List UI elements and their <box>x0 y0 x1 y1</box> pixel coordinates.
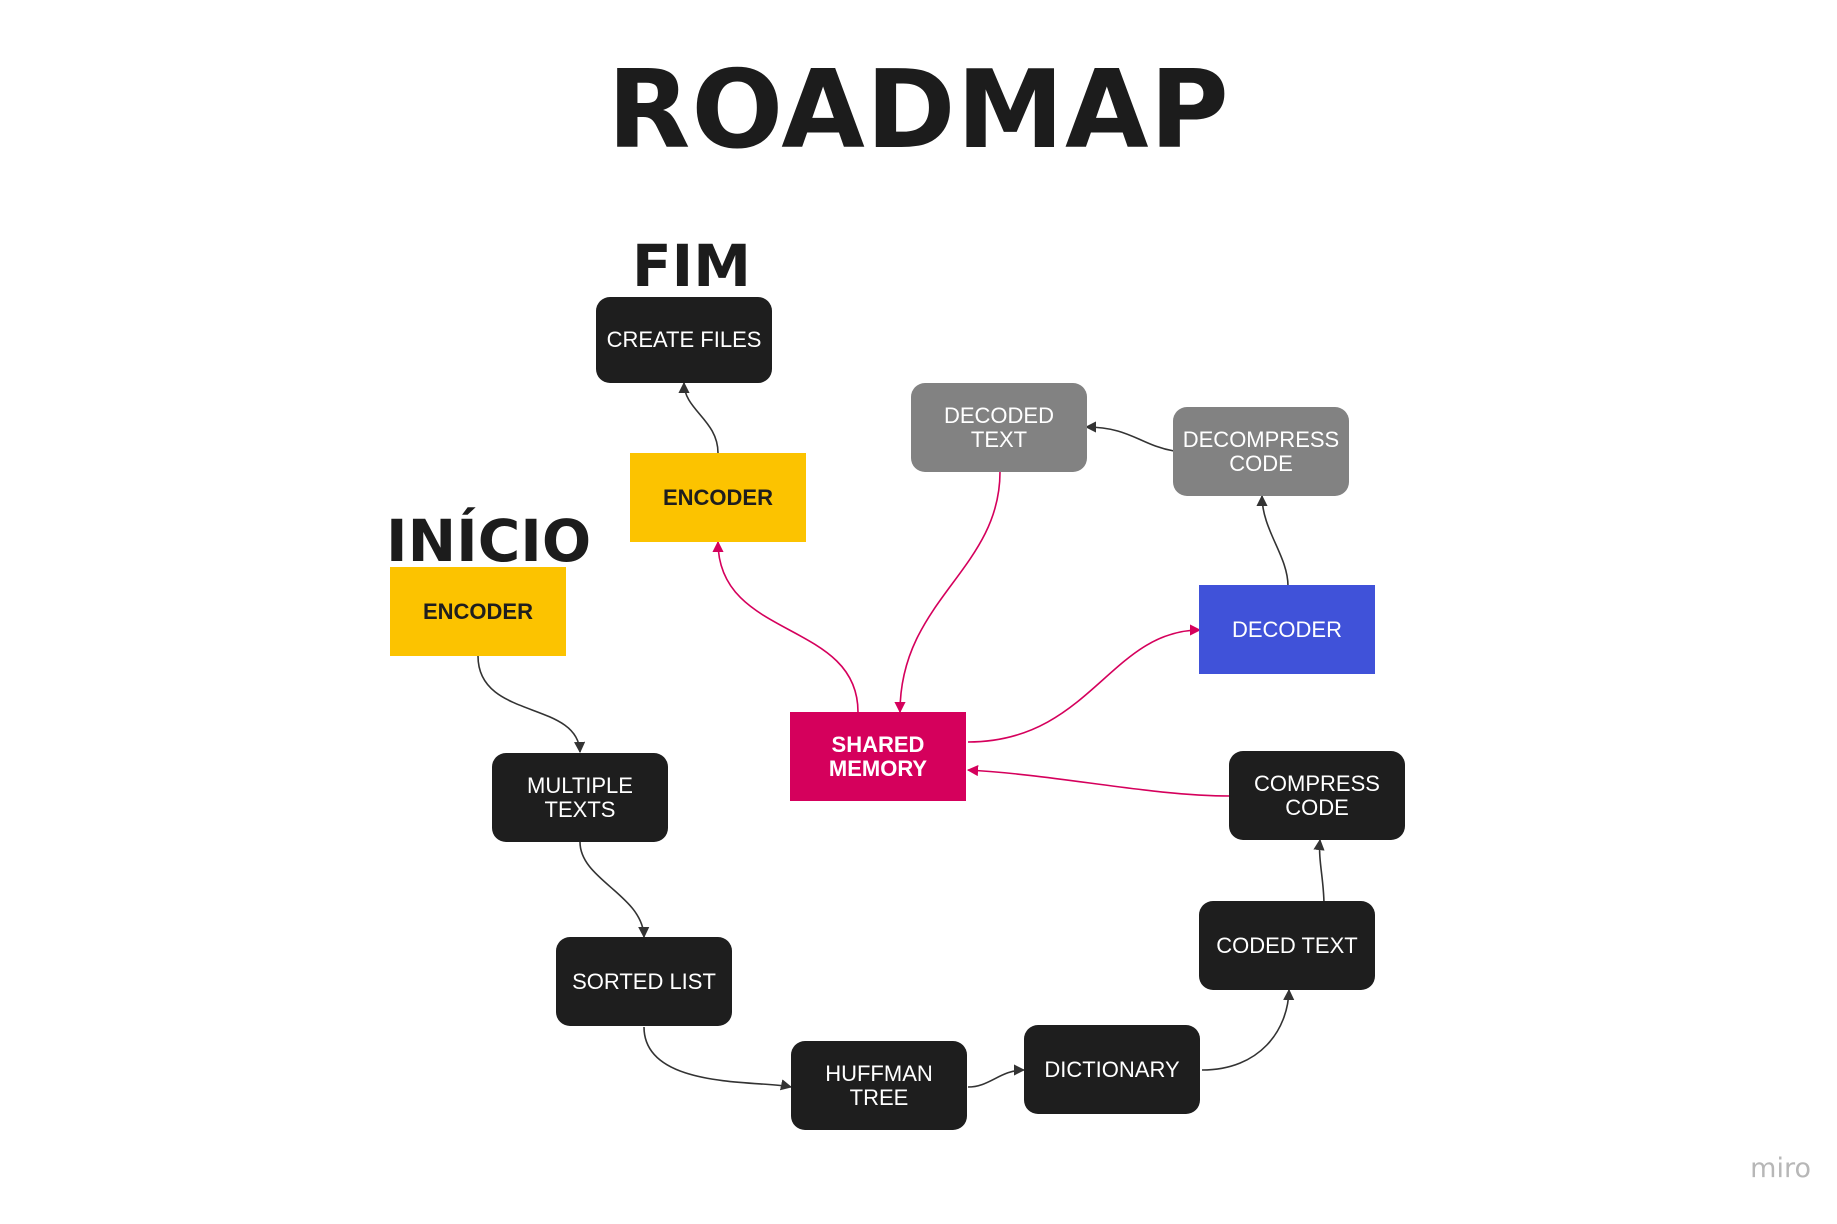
arrow-multiple-texts-to-sorted-list <box>579 841 650 939</box>
arrow-shared-memory-to-encoder <box>712 540 859 713</box>
node-create-files[interactable]: CREATE FILES <box>596 297 772 383</box>
arrow-shared-memory-to-decoder <box>967 624 1202 743</box>
node-encoder-start[interactable]: ENCODER <box>390 567 566 656</box>
arrow-dictionary-to-coded-text <box>1201 988 1295 1071</box>
node-huffman-tree[interactable]: HUFFMAN TREE <box>791 1041 967 1130</box>
node-decoded-text[interactable]: DECODED TEXT <box>911 383 1087 472</box>
node-dictionary[interactable]: DICTIONARY <box>1024 1025 1200 1114</box>
arrow-huffman-tree-to-dictionary <box>967 1064 1026 1088</box>
node-decoder[interactable]: DECODER <box>1199 585 1375 674</box>
arrow-decoder-to-decompress-code <box>1256 494 1289 587</box>
start-label: INÍCIO <box>386 507 592 575</box>
node-sorted-list[interactable]: SORTED LIST <box>556 937 732 1026</box>
node-coded-text[interactable]: CODED TEXT <box>1199 901 1375 990</box>
arrow-encoder-to-create-files <box>678 381 719 454</box>
arrow-encoder-to-multiple-texts <box>477 655 586 754</box>
arrow-compress-code-to-shared-memory <box>966 764 1232 797</box>
miro-watermark: miro <box>1750 1153 1811 1184</box>
node-encoder-end[interactable]: ENCODER <box>630 453 806 542</box>
page-title: ROADMAP <box>607 48 1230 173</box>
arrow-sorted-list-to-huffman-tree <box>643 1026 793 1091</box>
arrow-coded-text-to-compress-code <box>1313 838 1325 906</box>
arrow-decompress-code-to-decoded-text <box>1084 421 1175 452</box>
node-decompress-code[interactable]: DECOMPRESS CODE <box>1173 407 1349 496</box>
node-compress-code[interactable]: COMPRESS CODE <box>1229 751 1405 840</box>
end-label: FIM <box>632 232 751 300</box>
node-multiple-texts[interactable]: MULTIPLE TEXTS <box>492 753 668 842</box>
node-shared-memory[interactable]: SHARED MEMORY <box>790 712 966 801</box>
arrow-decoded-text-to-shared-memory <box>894 471 1001 714</box>
